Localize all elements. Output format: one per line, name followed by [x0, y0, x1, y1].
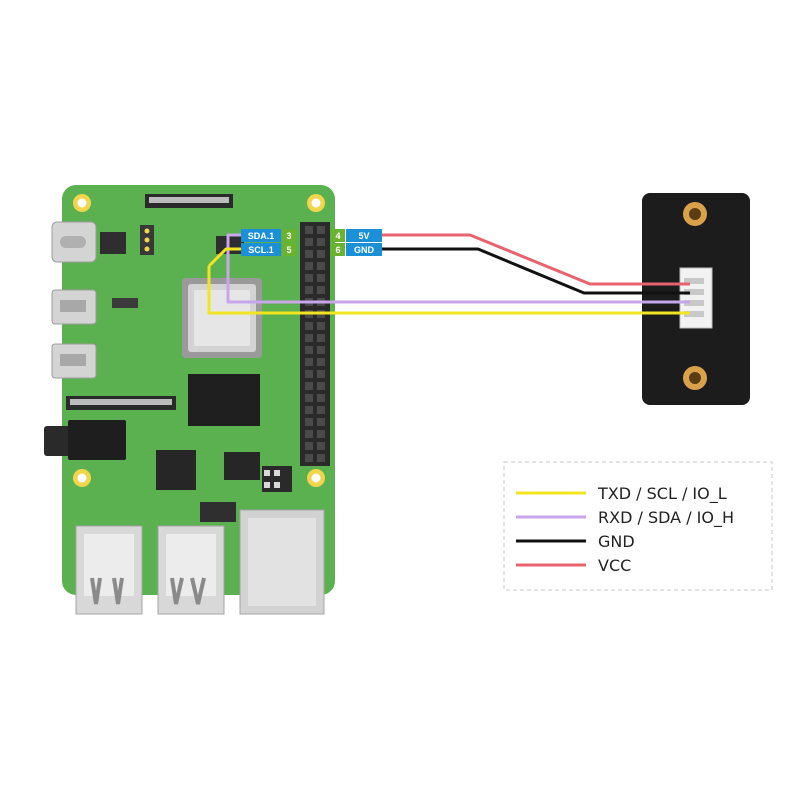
gpio-pin	[317, 418, 325, 426]
wire-sda	[226, 233, 690, 304]
gpio-pin	[317, 370, 325, 378]
gpio-pin	[305, 226, 313, 234]
pin-number-5: 5	[286, 245, 291, 255]
gpio-pin	[305, 394, 313, 402]
gpio-pin	[317, 262, 325, 270]
gpio-pin	[317, 322, 325, 330]
gpio-pin	[317, 238, 325, 246]
pin-labels: SDA.1 3 SCL.1 5 4 5V 6 GND	[241, 229, 382, 256]
legend-item-rxd: RXD / SDA / IO_H	[516, 508, 734, 528]
micro-hdmi-port	[51, 289, 97, 379]
legend-item-vcc: VCC	[516, 556, 631, 575]
raspberry-pi-board	[44, 185, 335, 615]
gpio-pin	[305, 274, 313, 282]
gpio-pin	[317, 286, 325, 294]
gpio-pin	[305, 406, 313, 414]
legend-label: VCC	[598, 556, 631, 575]
gpio-pin	[305, 442, 313, 450]
sensor-module	[642, 193, 750, 405]
gpio-pin	[305, 334, 313, 342]
usb-c-port	[51, 221, 97, 263]
gpio-pin	[317, 454, 325, 462]
legend-item-gnd: GND	[516, 532, 635, 551]
pin-label-scl: SCL.1	[248, 245, 274, 255]
wire-vcc	[382, 233, 690, 286]
pin-label-sda: SDA.1	[248, 231, 275, 241]
legend: TXD / SCL / IO_L RXD / SDA / IO_H GND VC…	[503, 461, 773, 591]
gpio-pin	[317, 406, 325, 414]
connector-socket	[679, 267, 713, 329]
wires	[207, 233, 690, 315]
mounting-hole-icon	[73, 194, 325, 487]
wire-gnd	[382, 247, 690, 295]
gpio-pin	[305, 370, 313, 378]
gpio-pin	[305, 346, 313, 354]
ethernet-port	[239, 509, 325, 615]
gpio-pin	[317, 250, 325, 258]
gpio-pin	[317, 358, 325, 366]
gpio-pin	[305, 322, 313, 330]
ram-chip	[188, 374, 260, 426]
pin-number-3: 3	[286, 231, 291, 241]
pin-number-6: 6	[335, 245, 340, 255]
pin-label-5v: 5V	[358, 231, 369, 241]
gpio-pin	[305, 286, 313, 294]
legend-label: TXD / SCL / IO_L	[597, 484, 727, 504]
pin-label-gnd: GND	[354, 245, 375, 255]
gpio-pin	[317, 226, 325, 234]
gpio-pin	[305, 382, 313, 390]
gpio-pin	[317, 346, 325, 354]
gpio-pin	[305, 250, 313, 258]
gpio-pin	[317, 334, 325, 342]
gpio-pin	[305, 262, 313, 270]
soc-chip	[182, 278, 262, 358]
wire-scl	[207, 266, 690, 315]
gpio-pin	[317, 394, 325, 402]
gpio-header	[300, 222, 330, 466]
pin-number-4: 4	[335, 231, 340, 241]
legend-item-txd: TXD / SCL / IO_L	[516, 484, 727, 504]
usb-port	[75, 525, 225, 615]
audio-jack	[44, 420, 126, 460]
gpio-pin	[305, 238, 313, 246]
gpio-pin	[317, 382, 325, 390]
gpio-pin	[305, 418, 313, 426]
gpio-pin	[305, 454, 313, 462]
legend-label: GND	[598, 532, 635, 551]
legend-label: RXD / SDA / IO_H	[598, 508, 734, 528]
gpio-pin	[317, 274, 325, 282]
gpio-pin	[305, 430, 313, 438]
gpio-pin	[305, 358, 313, 366]
gpio-pin	[317, 442, 325, 450]
gpio-pin	[317, 430, 325, 438]
mounting-hole-icon	[683, 202, 707, 390]
